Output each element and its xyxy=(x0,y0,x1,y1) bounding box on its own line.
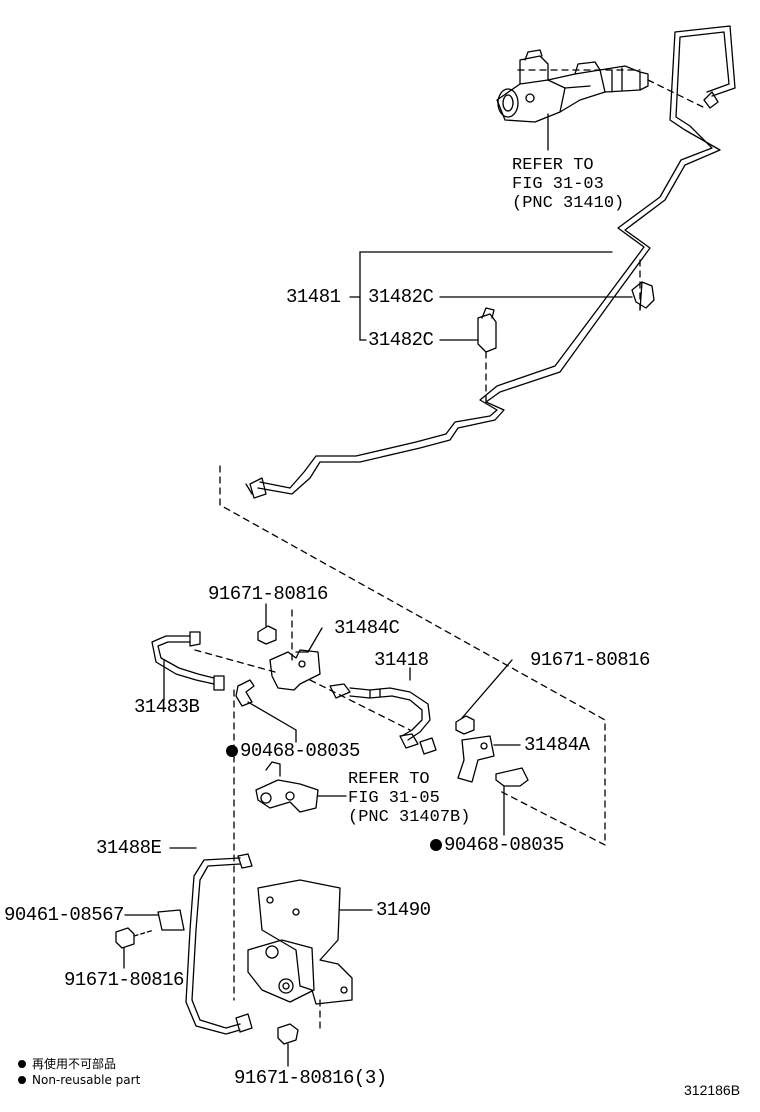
label-31482c-lower: 31482C xyxy=(368,329,434,351)
legend-dot xyxy=(18,1076,26,1084)
bolt-91671-top xyxy=(257,603,277,645)
pipe-31483b xyxy=(151,631,225,701)
label-91671-left: 91671-80816 xyxy=(64,969,184,991)
ref-line: FIG 31-03 xyxy=(512,175,604,194)
master-cylinder-illustration xyxy=(496,49,649,123)
label-31483b: 31483B xyxy=(134,696,200,718)
pipe-31488e xyxy=(169,847,253,1035)
label-91671-bottom: 91671-80816(3) xyxy=(234,1067,387,1089)
dashed-leaders-top xyxy=(517,69,706,109)
label-31482c-upper: 31482C xyxy=(368,286,434,308)
brake-pipe-31481 xyxy=(245,25,736,499)
legend-line-en: Non-reusable part xyxy=(18,1073,140,1087)
label-31490: 31490 xyxy=(376,899,431,921)
ref-master-cylinder: REFER TO FIG 31-03 (PNC 31410) xyxy=(512,156,624,213)
dashed-clamp-guides xyxy=(219,257,641,846)
clamp-31482c-upper xyxy=(631,281,655,311)
bolt-91671-left xyxy=(115,927,155,969)
ref-line: REFER TO xyxy=(512,156,594,175)
flex-hose-31418 xyxy=(329,667,437,755)
label-31488e: 31488E xyxy=(96,837,162,859)
leader-lines-31481 xyxy=(349,251,633,341)
label-90461: 90461-08567 xyxy=(4,904,124,926)
legend-line-cn: 再使用不可部品 xyxy=(18,1055,116,1072)
legend-text: Non-reusable part xyxy=(32,1073,141,1087)
bracket-31484a xyxy=(457,735,521,783)
part-number: 90468-08035 xyxy=(444,834,564,856)
dashed-middle-guides xyxy=(194,609,411,1031)
bolt-91671-bottom xyxy=(277,1023,299,1067)
clamp-31482c-lower xyxy=(477,307,497,353)
ref-pipe-assy: REFER TO FIG 31-05 (PNC 31407B) xyxy=(348,770,470,827)
label-31484c: 31484C xyxy=(334,617,400,639)
valve-bracket-31490 xyxy=(247,879,373,1005)
figure-number: 312186B xyxy=(684,1082,741,1098)
ref-line: REFER TO xyxy=(348,770,430,789)
bolt-91671-right xyxy=(455,659,513,735)
ref-line: (PNC 31407B) xyxy=(348,808,471,827)
label-90468-right: 90468-08035 xyxy=(430,835,564,855)
non-reusable-dot xyxy=(226,745,238,757)
clip-90468-right xyxy=(495,767,529,836)
ref-line: FIG 31-05 xyxy=(348,789,440,808)
label-91671-top: 91671-80816 xyxy=(208,583,328,605)
clamp-90461 xyxy=(124,909,185,931)
legend-text: 再使用不可部品 xyxy=(32,1057,117,1071)
label-31484a: 31484A xyxy=(524,734,590,756)
label-31418: 31418 xyxy=(374,649,429,671)
legend-dot xyxy=(18,1060,26,1068)
label-90468-left: 90468-08035 xyxy=(226,741,360,761)
label-91671-right: 91671-80816 xyxy=(530,649,650,671)
clip-90468-left xyxy=(235,679,297,743)
bracket-31484c xyxy=(269,627,323,691)
non-reusable-dot xyxy=(430,839,442,851)
valve-illustration xyxy=(255,761,347,813)
part-number: 90468-08035 xyxy=(240,740,360,762)
ref-line: (PNC 31410) xyxy=(512,194,625,213)
label-31481: 31481 xyxy=(286,286,341,308)
